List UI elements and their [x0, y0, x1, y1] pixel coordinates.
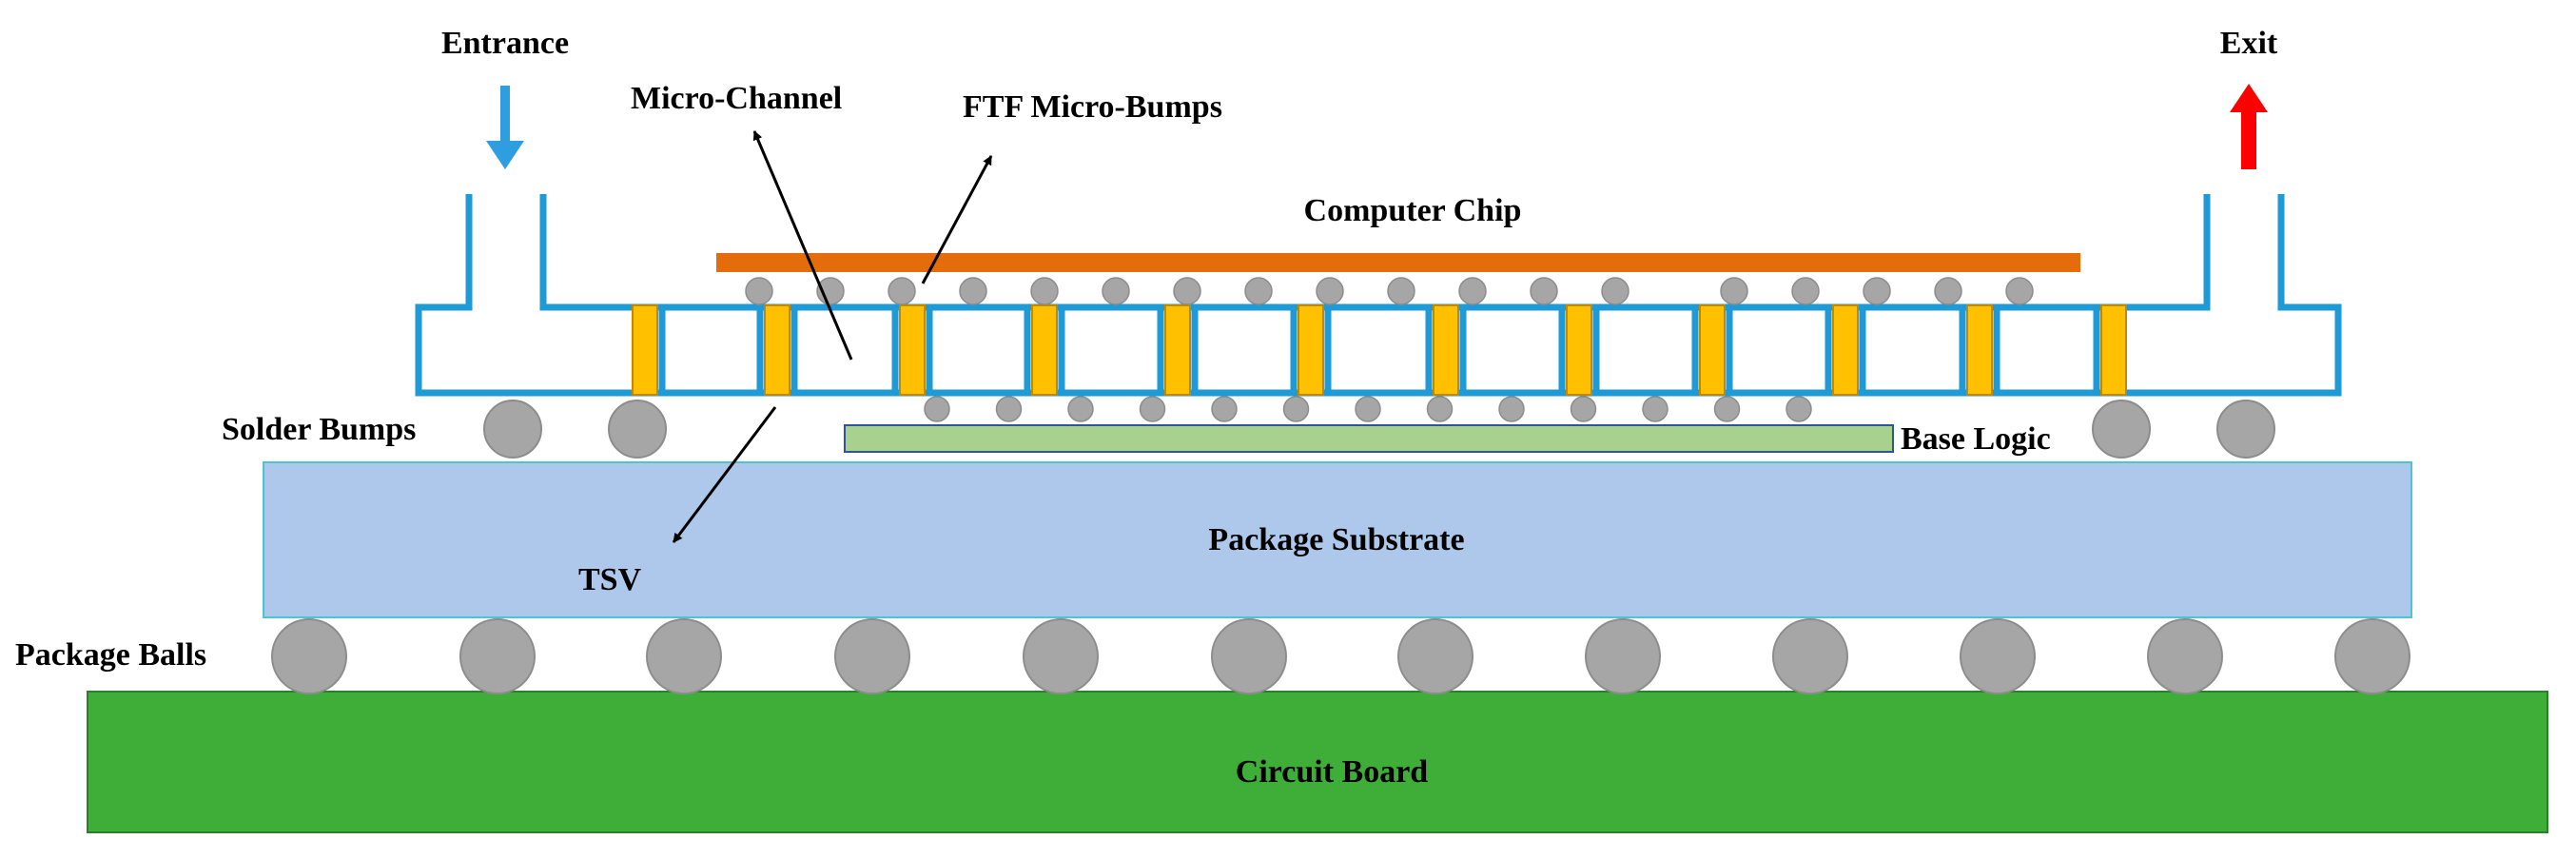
base-micro-bumps — [924, 396, 1812, 422]
computer-chip-label: Computer Chip — [1304, 193, 1522, 228]
tsv — [1031, 304, 1058, 396]
tsv-label: TSV — [578, 562, 642, 597]
channel-cell — [1726, 303, 1832, 397]
ftf-micro-bump — [1458, 277, 1487, 305]
ftf-micro-bump — [1244, 277, 1273, 305]
ftf-micro-bump — [1530, 277, 1558, 305]
entrance-arrow-icon — [486, 86, 524, 169]
ftf-micro-bump — [1030, 277, 1059, 305]
tsv — [764, 304, 790, 396]
ftf-micro-bump — [1387, 277, 1415, 305]
solder-bump — [2216, 400, 2275, 459]
ftf-micro-bump — [959, 277, 987, 305]
package-ball — [1023, 618, 1099, 694]
solder-bumps-label: Solder Bumps — [222, 412, 416, 447]
micro-bump — [1355, 396, 1381, 422]
micro-bump — [1570, 396, 1597, 422]
tsv — [632, 304, 658, 396]
channel-cell — [1859, 303, 1966, 397]
micro-channel-layer — [415, 194, 2342, 397]
package-ball — [2147, 618, 2223, 694]
tsv — [1966, 304, 1993, 396]
channel-cell — [790, 303, 899, 397]
micro-bump — [1426, 396, 1454, 422]
micro-bump — [1139, 396, 1166, 422]
micro-channel-label: Micro-Channel — [631, 81, 842, 116]
package-ball — [1772, 618, 1848, 694]
tsv — [1699, 304, 1726, 396]
ftf-micro-bump — [745, 277, 773, 305]
ftf-micro-bumps-pointer — [921, 155, 993, 284]
micro-bump — [1786, 396, 1812, 422]
micro-bump — [1067, 396, 1094, 422]
micro-bump — [1498, 396, 1525, 422]
ftf-micro-bumps-label: FTF Micro-Bumps — [963, 89, 1222, 125]
solder-bump — [608, 400, 667, 459]
package-substrate — [263, 461, 2412, 618]
package-ball — [459, 618, 536, 694]
channel-cell — [1993, 303, 2100, 397]
micro-bump — [1211, 396, 1238, 422]
package-substrate-label: Package Substrate — [1208, 522, 1464, 557]
package-ball — [1960, 618, 2036, 694]
micro-bump — [1642, 396, 1669, 422]
ftf-micro-bump — [1316, 277, 1344, 305]
solder-bump — [483, 400, 542, 459]
tsv — [1832, 304, 1859, 396]
channel-cell — [926, 303, 1031, 397]
package-ball — [2334, 618, 2410, 694]
micro-bump — [924, 396, 950, 422]
tsv — [1298, 304, 1324, 396]
circuit-board-label: Circuit Board — [1236, 754, 1429, 790]
ftf-micro-bump — [1791, 277, 1820, 305]
ftf-micro-bump — [1720, 277, 1748, 305]
package-ball — [646, 618, 722, 694]
package-ball — [1397, 618, 1473, 694]
exit-arrow-icon — [2230, 84, 2268, 169]
micro-bump — [1282, 396, 1310, 422]
package-ball — [271, 618, 347, 694]
circuit-board — [87, 691, 2548, 833]
tsv — [2100, 304, 2127, 396]
solder-bump — [2092, 400, 2151, 459]
package-ball — [1585, 618, 1661, 694]
ftf-micro-bump — [2005, 277, 2034, 305]
tsv — [1566, 304, 1592, 396]
tsv — [1164, 304, 1191, 396]
micro-channel-pointer — [752, 130, 853, 361]
channel-cell — [658, 303, 764, 397]
base-logic-label: Base Logic — [1901, 421, 2051, 457]
solder-bumps — [483, 400, 2275, 459]
ftf-micro-bump — [1173, 277, 1201, 305]
ftf-micro-bumps — [745, 277, 2034, 305]
ftf-micro-bump — [888, 277, 916, 305]
ftf-micro-bump — [1934, 277, 1962, 305]
tsv — [899, 304, 926, 396]
channel-cell — [1191, 303, 1298, 397]
micro-bump — [995, 396, 1023, 422]
computer-chip — [716, 253, 2080, 272]
tsv-pointer — [672, 406, 777, 543]
channel-cell — [1459, 303, 1566, 397]
ftf-micro-bump — [1863, 277, 1891, 305]
tsv — [1433, 304, 1459, 396]
package-ball — [834, 618, 910, 694]
ftf-micro-bump — [1102, 277, 1130, 305]
package-balls — [271, 618, 2410, 694]
package-ball — [1211, 618, 1287, 694]
exit-label: Exit — [2220, 26, 2278, 61]
channel-cell — [1324, 303, 1433, 397]
base-logic — [844, 424, 1894, 453]
entrance-label: Entrance — [441, 26, 569, 61]
channel-cell — [1058, 303, 1164, 397]
package-balls-label: Package Balls — [15, 637, 206, 673]
channel-cell — [1592, 303, 1699, 397]
micro-bump — [1713, 396, 1741, 422]
tsvs — [632, 304, 2127, 396]
ftf-micro-bump — [1601, 277, 1630, 305]
channel-cells — [658, 303, 2100, 397]
